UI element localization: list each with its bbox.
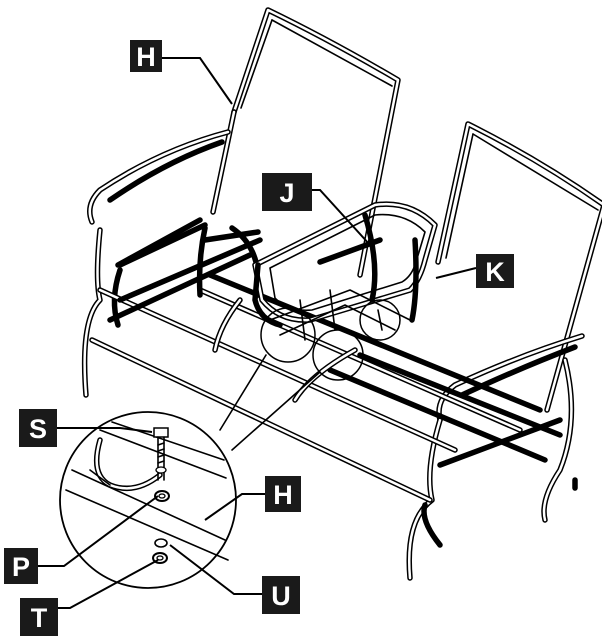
svg-text:U: U	[271, 581, 291, 611]
svg-text:H: H	[136, 42, 156, 72]
svg-text:P: P	[12, 552, 30, 582]
svg-text:H: H	[273, 480, 293, 510]
label-S-bolt: S	[19, 409, 57, 447]
detail-callout-circles	[219, 299, 401, 451]
label-H-backrest: H	[130, 40, 162, 72]
svg-text:T: T	[31, 603, 48, 633]
center-console-table	[252, 201, 438, 341]
svg-text:K: K	[485, 257, 505, 287]
label-J-console: J	[262, 173, 312, 211]
label-U-washer: U	[262, 576, 300, 614]
left-backrest	[210, 7, 401, 278]
label-P-spacer: P	[4, 548, 38, 584]
svg-text:J: J	[279, 178, 294, 208]
magnified-detail	[59, 411, 237, 589]
label-H-detail: H	[265, 476, 301, 512]
base-rails	[89, 222, 563, 503]
svg-text:S: S	[29, 414, 47, 444]
label-K-console-frame: K	[476, 254, 514, 288]
bolt-head-S	[153, 427, 169, 438]
label-T-nut: T	[20, 598, 58, 636]
right-backrest	[435, 121, 602, 413]
